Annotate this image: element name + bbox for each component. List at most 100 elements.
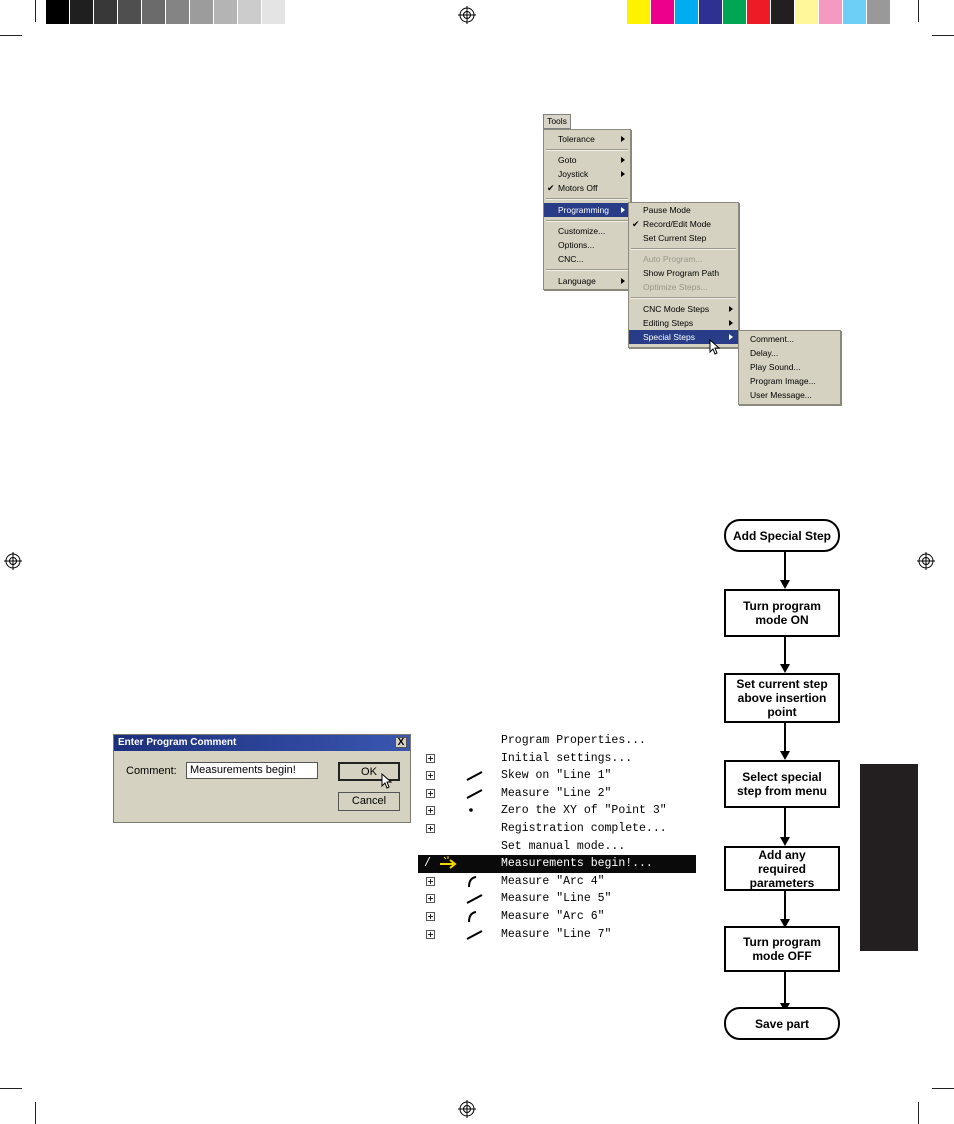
list-item[interactable]: Measure "Line 2" — [418, 785, 696, 803]
flow-step-label: Add Special Step — [732, 528, 832, 543]
list-item[interactable]: Registration complete... — [418, 820, 696, 838]
checkmark-icon: ✔ — [632, 219, 640, 229]
menu-item-joystick[interactable]: Joystick — [544, 167, 630, 181]
flow-step-label: Turn program mode ON — [743, 599, 821, 627]
expand-icon[interactable] — [426, 753, 435, 763]
expand-icon[interactable] — [426, 788, 435, 798]
special-steps-submenu: Comment... Delay... Play Sound... Progra… — [738, 330, 841, 405]
submenu-arrow-icon — [621, 278, 625, 284]
arc-icon — [468, 911, 477, 923]
menu-item-language[interactable]: Language — [544, 274, 630, 288]
menu-item-goto[interactable]: Goto — [544, 153, 630, 167]
checkmark-icon: ✔ — [547, 183, 555, 193]
menu-item-options[interactable]: Options... — [544, 238, 630, 252]
color-swatch — [747, 0, 771, 24]
menu-item-programming[interactable]: Programming — [544, 203, 630, 217]
menu-item-label: Language — [558, 276, 596, 286]
color-swatch — [699, 0, 723, 24]
expand-icon[interactable] — [426, 894, 435, 904]
menu-item-play-sound[interactable]: Play Sound... — [739, 360, 840, 374]
color-swatch — [819, 0, 843, 24]
flow-step-set-current-step: Set current step above insertion point — [724, 673, 840, 723]
expand-icon[interactable] — [426, 771, 435, 781]
step-label: Set manual mode... — [501, 839, 626, 853]
menu-item-comment[interactable]: Comment... — [739, 332, 840, 346]
arc-icon — [468, 875, 477, 887]
menu-item-show-program-path[interactable]: Show Program Path — [629, 266, 738, 280]
mouse-pointer-icon — [709, 339, 721, 355]
flow-step-program-mode-off: Turn program mode OFF — [724, 926, 840, 972]
step-label: Registration complete... — [501, 822, 667, 835]
menu-item-label: Auto Program... — [643, 254, 703, 264]
list-item[interactable]: Program Properties... — [418, 732, 696, 750]
flow-step-program-mode-on: Turn program mode ON — [724, 589, 840, 637]
submenu-arrow-icon — [621, 157, 625, 163]
submenu-arrow-icon — [621, 171, 625, 177]
expand-icon[interactable] — [426, 876, 435, 886]
submenu-arrow-icon — [729, 334, 733, 340]
list-item[interactable]: Measure "Arc 4" — [418, 873, 696, 891]
flow-step-label: Set current step above insertion point — [736, 677, 828, 719]
menu-item-pause-mode[interactable]: Pause Mode — [629, 203, 738, 217]
menu-item-record-edit-mode[interactable]: ✔Record/Edit Mode — [629, 217, 738, 231]
menu-item-cnc-mode-steps[interactable]: CNC Mode Steps — [629, 302, 738, 316]
menu-item-user-message[interactable]: User Message... — [739, 388, 840, 402]
list-item[interactable]: Zero the XY of "Point 3" — [418, 802, 696, 820]
menu-item-label: Play Sound... — [750, 362, 801, 372]
menu-bar-tools[interactable]: Tools — [543, 114, 571, 129]
menu-item-label: Optimize Steps... — [643, 282, 708, 292]
process-color-bar — [627, 0, 891, 24]
list-item[interactable]: Initial settings... — [418, 750, 696, 768]
comment-label: Comment: — [126, 765, 177, 777]
expand-icon[interactable] — [426, 929, 435, 939]
line-icon — [466, 894, 483, 905]
menu-separator — [546, 149, 628, 151]
crop-mark — [932, 1088, 954, 1089]
menu-item-customize[interactable]: Customize... — [544, 224, 630, 238]
expand-icon[interactable] — [426, 824, 435, 833]
menu-item-label: Goto — [558, 155, 577, 165]
flow-step-label: Turn program mode OFF — [743, 935, 821, 963]
comment-input[interactable]: Measurements begin! — [186, 762, 318, 779]
menu-item-motors-off[interactable]: ✔Motors Off — [544, 181, 630, 195]
list-item[interactable]: Measure "Arc 6" — [418, 908, 696, 926]
expand-icon[interactable] — [426, 806, 435, 816]
crop-mark — [918, 1102, 919, 1124]
menu-item-label: Program Image... — [750, 376, 816, 386]
gray-swatch — [142, 0, 166, 24]
cancel-button[interactable]: Cancel — [338, 792, 400, 811]
step-label: Measurements begin!... — [501, 857, 653, 871]
step-label: Measure "Arc 4" — [501, 874, 605, 888]
menu-item-label: Record/Edit Mode — [643, 219, 712, 229]
gray-swatch — [46, 0, 70, 24]
menu-item-label: Tolerance — [558, 134, 595, 144]
menu-item-label: Editing Steps — [643, 318, 694, 328]
list-item[interactable]: Skew on "Line 1" — [418, 767, 696, 785]
menu-item-label: CNC... — [558, 254, 584, 264]
close-icon[interactable]: X — [395, 737, 407, 748]
registration-mark-icon — [917, 552, 935, 570]
menu-item-optimize-steps[interactable]: Optimize Steps... — [629, 280, 738, 294]
list-item[interactable]: Set manual mode... — [418, 838, 696, 856]
menu-item-program-image[interactable]: Program Image... — [739, 374, 840, 388]
menu-item-auto-program[interactable]: Auto Program... — [629, 252, 738, 266]
menu-item-delay[interactable]: Delay... — [739, 346, 840, 360]
gray-swatch — [214, 0, 238, 24]
line-icon — [466, 929, 483, 940]
menu-item-set-current-step[interactable]: Set Current Step — [629, 231, 738, 245]
menu-item-special-steps[interactable]: Special Steps — [629, 330, 738, 344]
menu-item-cnc[interactable]: CNC... — [544, 252, 630, 266]
crop-mark — [0, 1088, 22, 1089]
list-item[interactable]: Measure "Line 5" — [418, 890, 696, 908]
gray-swatch — [262, 0, 286, 24]
menu-item-label: CNC Mode Steps — [643, 304, 710, 314]
list-item[interactable]: Measure "Line 7" — [418, 926, 696, 944]
expand-icon[interactable] — [426, 912, 435, 921]
step-label: Measure "Line 2" — [501, 786, 612, 800]
registration-mark-icon — [458, 1100, 476, 1118]
menu-item-editing-steps[interactable]: Editing Steps — [629, 316, 738, 330]
menu-item-label: Special Steps — [643, 332, 695, 342]
menu-item-label: User Message... — [750, 390, 812, 400]
menu-item-tolerance[interactable]: Tolerance — [544, 132, 630, 146]
list-item-current-step[interactable]: / Measurements begin!... — [418, 855, 696, 873]
